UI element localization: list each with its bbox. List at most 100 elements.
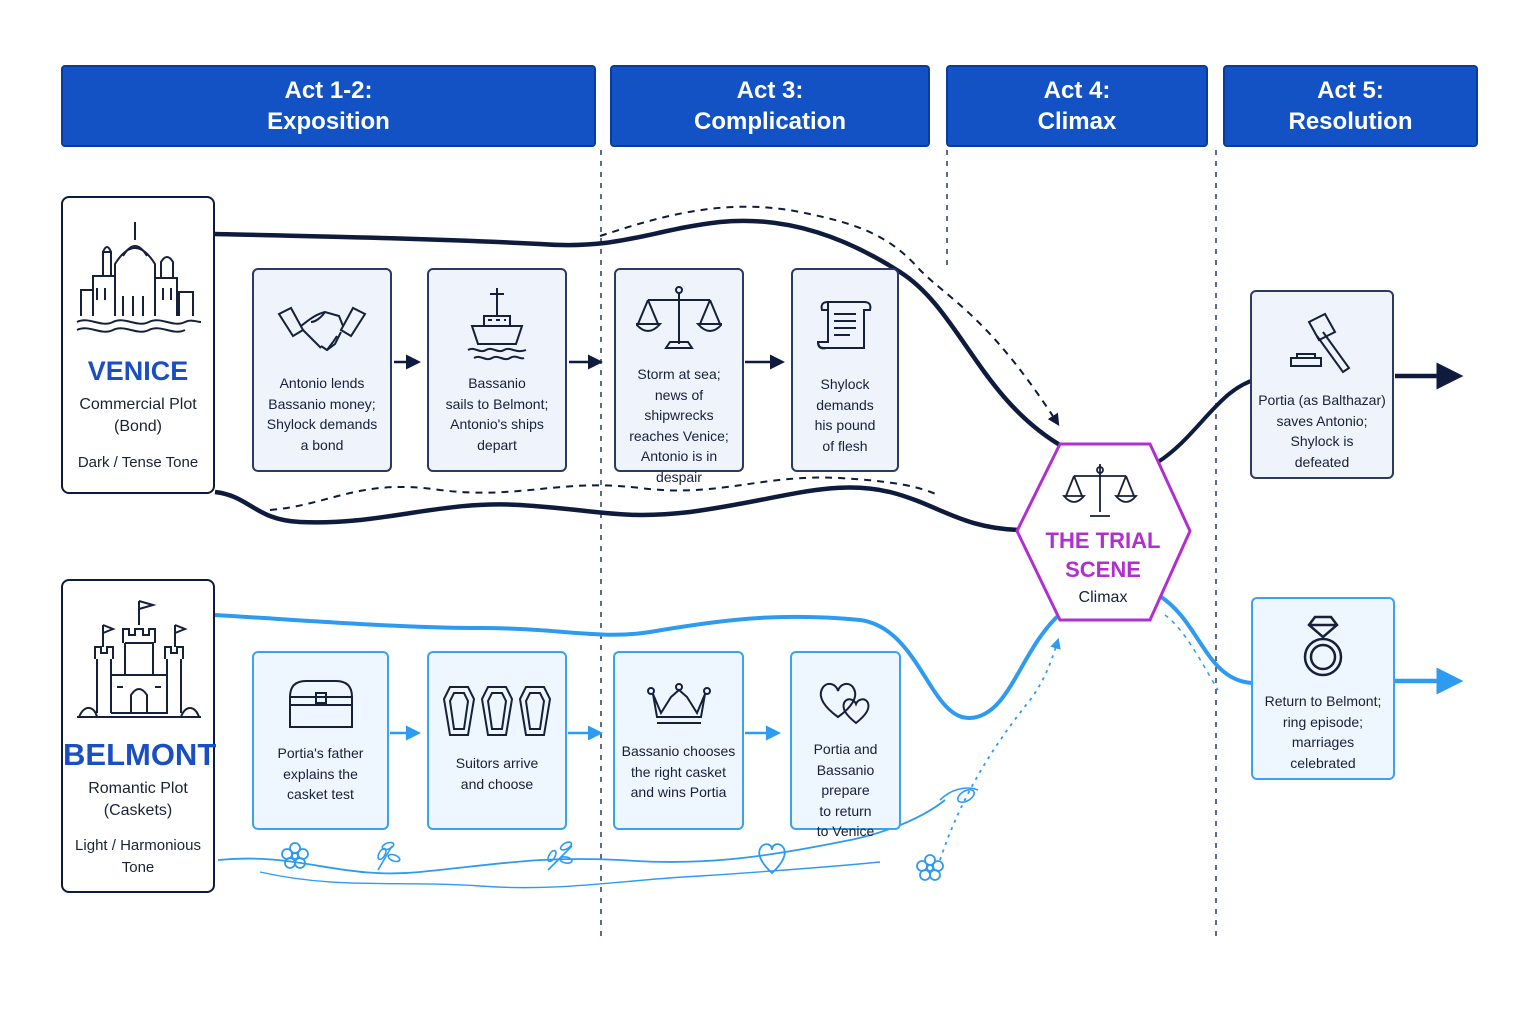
venice-event-card: Antonio lends Bassanio money; Shylock de… xyxy=(252,268,392,472)
chest-icon xyxy=(288,680,353,728)
event-text-line: to Venice xyxy=(816,823,875,839)
act-stage: Exposition xyxy=(267,108,390,135)
act-stage: Climax xyxy=(1037,108,1117,135)
event-text-line: marriages xyxy=(1291,734,1355,750)
climax-scales-icon xyxy=(1062,464,1138,517)
event-text-line: a bond xyxy=(300,436,344,453)
belmont-plot-type: Romantic Plot xyxy=(88,780,188,797)
event-text-line: Shylock demands xyxy=(816,376,874,413)
event-text-line: news of shipwrecks xyxy=(644,386,714,424)
hearts-icon xyxy=(819,683,869,725)
venice-event-card: Bassanio sails to Belmont; Antonio's shi… xyxy=(427,268,567,472)
venice-plot-line-top xyxy=(214,218,1067,450)
belmont-title: BELMONT xyxy=(63,737,217,772)
event-text-line: Bassanio prepare xyxy=(816,761,875,799)
event-text-line: sails to Belmont; xyxy=(445,395,549,412)
act-dividers xyxy=(600,150,1217,940)
event-text-line: his pound xyxy=(814,417,876,433)
belmont-event-card: Suitors arrive and choose xyxy=(427,651,567,830)
ring-icon xyxy=(1303,615,1343,677)
event-text-line: to return xyxy=(819,802,872,819)
belmont-vine xyxy=(939,787,979,801)
event-text-line: casket test xyxy=(287,786,354,802)
belmont-decor-wave-2 xyxy=(259,861,881,889)
handshake-icon xyxy=(277,306,367,352)
belmont-resolution-line xyxy=(1156,593,1253,685)
venice-title: VENICE xyxy=(87,356,189,386)
resolution-card: Return to Belmont; ring episode; marriag… xyxy=(1251,597,1395,780)
event-text-line: Bassanio money; xyxy=(268,395,376,412)
act-label: Act 1-2: xyxy=(284,77,373,104)
belmont-plot-subtype: (Caskets) xyxy=(103,802,173,819)
venice-plot-type: Commercial Plot xyxy=(79,396,197,413)
act-header-1-2: Act 1-2: Exposition xyxy=(61,65,596,147)
crown-icon xyxy=(646,683,711,724)
act-label: Act 4: xyxy=(1043,77,1111,104)
gavel-icon xyxy=(1290,312,1351,374)
scales-icon xyxy=(636,286,722,349)
venice-event-card: Shylock demands his pound of flesh xyxy=(791,268,899,472)
event-text-line: defeated xyxy=(1294,453,1350,470)
event-text-line: depart xyxy=(477,436,517,453)
event-text-line: and wins Portia xyxy=(630,784,727,800)
venice-plot-subtype: (Bond) xyxy=(113,418,163,435)
flower-icon xyxy=(281,842,309,869)
venice-event-card: Storm at sea; news of shipwrecks reaches… xyxy=(614,268,744,485)
act-stage: Resolution xyxy=(1288,108,1413,135)
event-text-line: Bassanio xyxy=(468,375,526,391)
resolution-card: Portia (as Balthazar) saves Antonio; Shy… xyxy=(1250,290,1394,479)
event-text-line: of flesh xyxy=(822,437,868,454)
act-stage: Complication xyxy=(693,108,846,135)
belmont-plot-line xyxy=(214,612,1062,721)
act-header-5: Act 5: Resolution xyxy=(1223,65,1478,147)
venice-tone: Dark / Tense Tone xyxy=(77,454,199,471)
leaf-icon xyxy=(957,788,975,804)
event-text-line: Storm at sea; xyxy=(637,366,721,382)
event-text-line: Suitors arrive xyxy=(455,755,539,771)
ship-icon xyxy=(467,288,527,361)
belmont-tone-cont: Tone xyxy=(121,859,155,876)
event-text-line: despair xyxy=(656,468,702,485)
belmont-decor-wave xyxy=(217,799,946,875)
event-text-line: Portia and xyxy=(813,741,878,757)
event-text-line: Antonio's ships xyxy=(450,416,544,432)
venice-dashed-wave-bottom xyxy=(269,476,941,511)
belmont-tone: Light / Harmonious xyxy=(75,837,201,854)
event-text-line: reaches Venice; xyxy=(629,427,729,444)
event-text-line: Portia (as Balthazar) xyxy=(1258,392,1386,408)
sprig-icon xyxy=(547,841,573,871)
event-text-line: Shylock demands xyxy=(266,416,378,432)
act-label: Act 5: xyxy=(1317,77,1384,104)
event-text-line: Return to Belmont; xyxy=(1264,693,1382,709)
event-text-line: Bassanio chooses xyxy=(621,743,736,759)
act-header-4: Act 4: Climax xyxy=(946,65,1208,147)
climax-hexagon xyxy=(1015,442,1192,622)
belmont-event-card: Bassanio chooses the right casket and wi… xyxy=(613,651,744,830)
event-text-line: celebrated xyxy=(1290,754,1356,771)
event-text-line: and choose xyxy=(460,775,534,792)
climax-title-cont: SCENE xyxy=(1065,557,1141,582)
event-text-line: explains the xyxy=(283,765,358,782)
caskets-icon xyxy=(442,686,552,736)
belmont-event-card: Portia's father explains the casket test xyxy=(252,651,389,830)
venice-plot-box: VENICE Commercial Plot (Bond) Dark / Ten… xyxy=(61,196,215,494)
belmont-event-card: Portia and Bassanio prepare to return to… xyxy=(790,651,901,839)
act-label: Act 3: xyxy=(736,77,804,104)
belmont-castle-icon xyxy=(77,600,201,718)
event-text-line: saves Antonio; xyxy=(1276,412,1368,429)
belmont-plot-box: BELMONT Romantic Plot (Caskets) Light / … xyxy=(61,579,217,893)
belmont-dotted-arrow-to-climax xyxy=(939,637,1061,861)
climax-subtitle: Climax xyxy=(1078,589,1128,606)
sprig-icon xyxy=(377,841,401,871)
scroll-icon xyxy=(816,301,872,350)
venice-dashed-arrow-top xyxy=(599,205,1060,427)
event-text-line: ring episode; xyxy=(1282,713,1364,730)
event-text-line: Shylock is xyxy=(1290,433,1354,449)
heart-decor-icon xyxy=(758,843,786,875)
flower-icon xyxy=(916,854,944,881)
event-text-line: Antonio lends xyxy=(279,375,365,391)
event-text-line: Portia's father xyxy=(277,745,364,761)
belmont-resolution-dashed xyxy=(1164,614,1219,691)
venice-plot-line-bottom xyxy=(214,485,1021,533)
